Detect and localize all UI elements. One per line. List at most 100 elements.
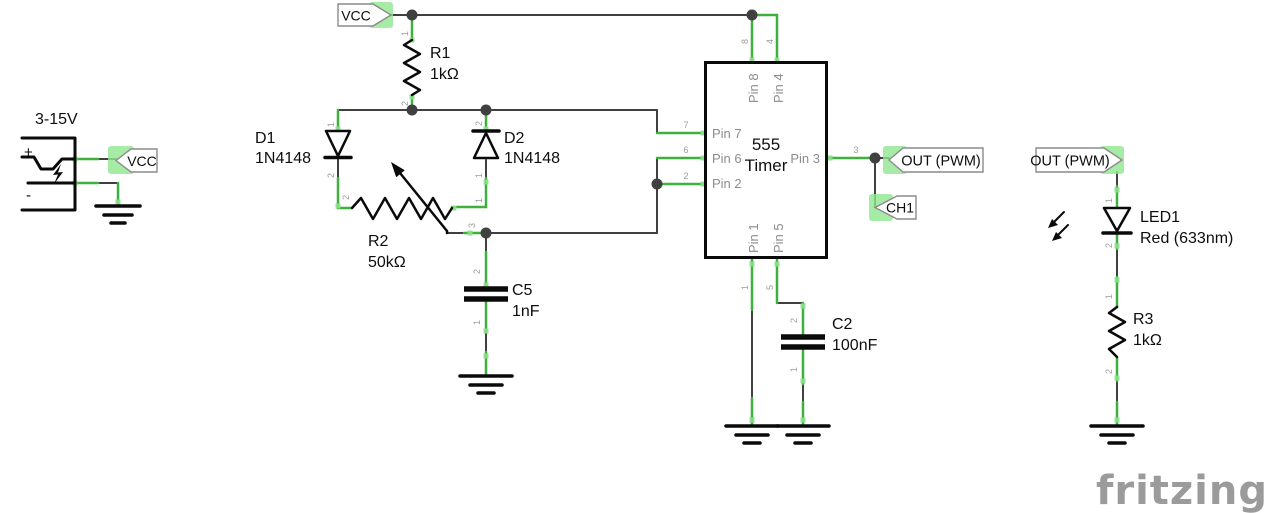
net-label-text: CH1 (886, 200, 914, 216)
ic-pin-name-7: Pin 7 (712, 126, 742, 141)
pin-number: 3 (467, 223, 477, 228)
resistor-zigzag (1107, 305, 1127, 359)
component-ref[interactable]: R3 (1133, 311, 1154, 328)
component-value[interactable]: 1N4148 (255, 150, 311, 167)
pin-number: 2 (400, 101, 410, 106)
component-value[interactable]: 1kΩ (430, 66, 459, 83)
resistor-zigzag (350, 196, 454, 221)
pin-number: 1 (472, 320, 482, 325)
net-label-text: VCC (127, 153, 157, 169)
net-label-text: VCC (341, 8, 371, 24)
jack-outline (20, 136, 77, 212)
diode-triangle (472, 131, 500, 160)
ic-body (704, 61, 828, 259)
pin-number: 1 (474, 198, 484, 203)
resistor-r3[interactable]: R3 1kΩ 1 2 (1104, 294, 1162, 374)
capacitor-c2[interactable]: C2 100nF 2 1 (781, 316, 878, 372)
ground-symbol-jack[interactable] (94, 204, 142, 225)
ic-title: 555 (752, 135, 780, 154)
diode-triangle (324, 129, 352, 158)
wire-number-1: 1 (740, 285, 750, 290)
pin-number: 2 (1104, 369, 1114, 374)
net-label-flag (887, 147, 984, 173)
pin-number: 1 (1104, 294, 1114, 299)
pin-number: 2 (472, 269, 482, 274)
wires (97, 14, 1118, 403)
power-jack[interactable]: 3-15V + - (20, 111, 78, 212)
ic-555-timer[interactable]: 555 Timer Pin 7 Pin 6 Pin 2 Pin 3 Pin 8 … (683, 39, 858, 290)
net-label-flag (114, 148, 158, 173)
wire-number-8: 8 (740, 39, 750, 44)
component-ref[interactable]: C2 (832, 316, 853, 333)
ic-pin-name-3: Pin 3 (790, 151, 820, 166)
jack-tip-pin (20, 155, 77, 171)
component-value[interactable]: 50kΩ (368, 254, 406, 271)
potentiometer-r2[interactable]: R2 50kΩ 2 1 3 (341, 162, 484, 271)
pin-number: 1 (474, 173, 484, 178)
led-emission-arrow (1057, 224, 1069, 236)
junction-dot (869, 152, 881, 164)
ground-symbol-c2[interactable] (775, 424, 831, 445)
led-emission-arrow (1053, 211, 1065, 223)
ground-symbol-pin1[interactable] (724, 424, 780, 445)
plus-terminal-label: + (24, 144, 33, 161)
ground-symbol-c5[interactable] (458, 374, 514, 395)
net-label-ch1[interactable]: CH1 (869, 194, 917, 221)
component-ref[interactable]: C5 (512, 282, 533, 299)
pin-number: 2 (1104, 243, 1114, 248)
led-led1[interactable]: LED1 Red (633nm) 1 2 (1048, 198, 1233, 248)
wire-number-3: 3 (853, 145, 858, 155)
component-value[interactable]: 1nF (512, 303, 540, 320)
net-label-text: OUT (PWM) (901, 154, 980, 170)
junction-dot (406, 9, 418, 21)
diode-d2[interactable]: D2 1N4148 2 1 (471, 121, 560, 178)
ic-pin-name-4: Pin 4 (771, 73, 786, 103)
junction-dot (480, 104, 492, 116)
net-label-flag (873, 195, 917, 220)
component-ref[interactable]: D1 (255, 130, 276, 147)
lightning-bolt-icon (53, 164, 63, 184)
component-ref[interactable]: R2 (368, 233, 389, 250)
pin-number: 1 (326, 122, 336, 127)
minus-terminal-label: - (26, 187, 31, 204)
net-label-vcc-rail[interactable]: VCC (337, 2, 393, 28)
ic-subtitle: Timer (745, 156, 788, 175)
led-emission-arrowhead (1052, 232, 1062, 241)
wire-number-7: 7 (683, 120, 688, 130)
net-label-vcc-source[interactable]: VCC (108, 146, 158, 174)
pin-number: 2 (474, 121, 484, 126)
component-ref[interactable]: D2 (504, 130, 525, 147)
component-value[interactable]: Red (633nm) (1140, 230, 1233, 247)
junction-dots (406, 9, 881, 239)
net-label-out-pwm-source[interactable]: OUT (PWM) (883, 146, 984, 174)
diode-d1[interactable]: D1 1N4148 1 2 (255, 122, 353, 178)
pin-number: 1 (400, 31, 410, 36)
wire-number-6: 6 (683, 145, 688, 155)
voltage-label[interactable]: 3-15V (35, 111, 78, 128)
wire-number-5: 5 (765, 285, 775, 290)
ground-symbol-r3[interactable] (1089, 424, 1145, 445)
junction-dot (746, 9, 758, 21)
ic-pin-name-6: Pin 6 (712, 151, 742, 166)
component-value[interactable]: 100nF (832, 337, 878, 354)
wire-number-2: 2 (683, 171, 688, 181)
junction-dot (480, 227, 492, 239)
wire-number-4: 4 (765, 39, 775, 44)
pin-number: 1 (1104, 198, 1114, 203)
net-label-flag (337, 3, 393, 27)
ic-pin-name-5: Pin 5 (771, 223, 786, 253)
net-label-flag (1035, 147, 1124, 173)
net-label-out-pwm-load[interactable]: OUT (PWM) (1030, 146, 1124, 174)
wiper-arrowhead (391, 162, 405, 178)
component-ref[interactable]: LED1 (1140, 209, 1180, 226)
component-ref[interactable]: R1 (430, 45, 451, 62)
fritzing-logo: fritzing (1096, 468, 1268, 513)
resistor-r1[interactable]: R1 1kΩ 1 2 (400, 31, 459, 106)
pin-number: 1 (789, 367, 799, 372)
component-value[interactable]: 1kΩ (1133, 332, 1162, 349)
lead-pot-right[interactable] (450, 176, 488, 209)
component-value[interactable]: 1N4148 (504, 150, 560, 167)
capacitor-c5[interactable]: C5 1nF 2 1 (464, 269, 540, 325)
